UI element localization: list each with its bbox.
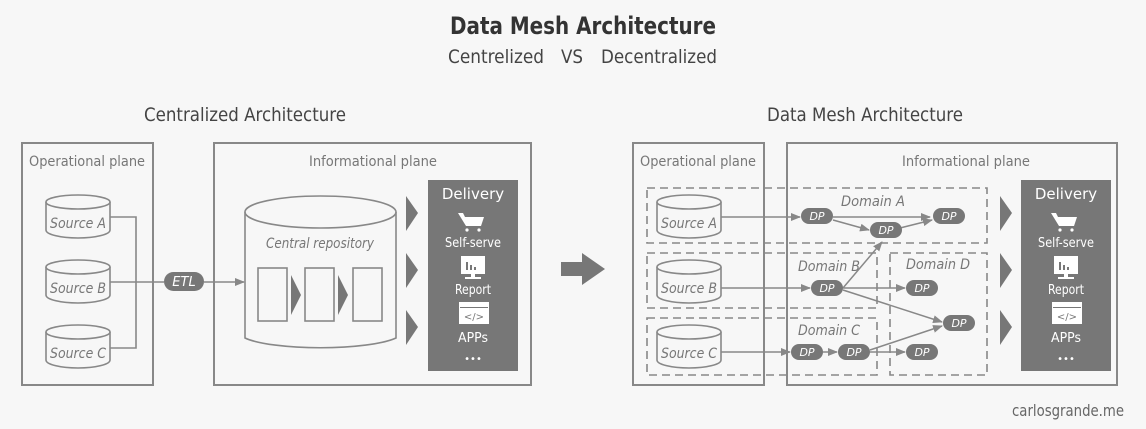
delivery-title: Delivery: [442, 185, 504, 203]
mesh-operational-label: Operational plane: [640, 154, 756, 170]
cart-icon: [458, 213, 484, 232]
more-dots: •••: [1057, 354, 1075, 365]
mesh-title: Data Mesh Architecture: [767, 104, 963, 126]
domain-a-box: [646, 187, 988, 244]
code-window-icon: </>: [459, 302, 489, 324]
delivery-chevrons-left: [406, 196, 418, 345]
transition-arrow-icon: [561, 253, 605, 285]
mesh-source-b: Source B: [656, 259, 722, 304]
central-repository: Central repository: [244, 195, 397, 349]
dp-node-a1: DP: [801, 208, 833, 224]
cart-icon: [1051, 213, 1077, 232]
centralized-operational-plane: [21, 142, 154, 386]
dp-node-d1: DP: [906, 280, 938, 296]
subtitle-left: Centrelized: [448, 46, 544, 68]
delivery-panel-right: Delivery Self-serve Report </> APPs •••: [1021, 180, 1111, 371]
etl-pill: ETL: [164, 272, 204, 291]
svg-text:DP: DP: [846, 346, 861, 359]
svg-text:DP: DP: [941, 210, 956, 223]
centralized-title: Centralized Architecture: [144, 104, 346, 126]
svg-text:DP: DP: [951, 317, 966, 330]
svg-text:DP: DP: [914, 346, 929, 359]
mesh-source-a: Source A: [656, 194, 722, 239]
centralized-operational-label: Operational plane: [29, 154, 145, 170]
svg-text:</>: </>: [1057, 312, 1077, 323]
report-monitor-icon: [1054, 256, 1078, 279]
centralized-source-c: Source C: [45, 324, 111, 369]
svg-text:ETL: ETL: [172, 275, 195, 290]
mesh-source-c: Source C: [656, 324, 722, 369]
mesh-connectors: [721, 213, 943, 356]
central-repository-label: Central repository: [266, 236, 375, 252]
svg-text:DP: DP: [819, 282, 834, 295]
domain-a-label: Domain A: [841, 194, 905, 210]
svg-text:Source C: Source C: [661, 346, 717, 362]
subtitle-right: Decentralized: [601, 46, 717, 68]
svg-text:Source A: Source A: [661, 216, 717, 232]
domain-b-label: Domain B: [798, 259, 860, 275]
svg-text:Source A: Source A: [50, 216, 106, 232]
svg-text:Source C: Source C: [50, 346, 106, 362]
svg-text:Report: Report: [1048, 283, 1084, 298]
mesh-operational-plane: [632, 142, 765, 386]
dp-node-a2: DP: [870, 222, 902, 238]
svg-text:Self-serve: Self-serve: [445, 236, 501, 251]
svg-text:Report: Report: [455, 283, 491, 298]
dp-node-d3: DP: [906, 344, 938, 360]
svg-text:DP: DP: [914, 282, 929, 295]
code-window-icon: </>: [1052, 302, 1082, 324]
domain-d-box: [889, 252, 988, 376]
svg-text:DP: DP: [809, 210, 824, 223]
mesh-informational-plane: [786, 142, 1118, 386]
footer-credit: carlosgrande.me: [1012, 401, 1124, 420]
delivery-title: Delivery: [1035, 185, 1097, 203]
svg-text:APPs: APPs: [458, 331, 488, 346]
centralized-connector: [110, 216, 245, 349]
dp-node-a3: DP: [933, 208, 965, 224]
delivery-panel-left: Delivery Self-serve Report </> APPs •••: [428, 180, 518, 371]
svg-text:Source B: Source B: [661, 281, 717, 297]
page-title: Data Mesh Architecture: [450, 12, 716, 40]
svg-text:</>: </>: [464, 312, 484, 323]
centralized-informational-label: Informational plane: [309, 154, 437, 170]
svg-text:Source B: Source B: [50, 281, 106, 297]
more-dots: •••: [464, 354, 482, 365]
dp-node-d2: DP: [943, 315, 975, 331]
mesh-informational-label: Informational plane: [902, 154, 1030, 170]
dp-node-c2: DP: [838, 344, 870, 360]
report-monitor-icon: [461, 256, 485, 279]
subtitle-vs: VS: [561, 46, 583, 68]
svg-text:APPs: APPs: [1051, 331, 1081, 346]
svg-text:DP: DP: [878, 224, 893, 237]
domain-d-label: Domain D: [906, 257, 970, 273]
svg-text:DP: DP: [799, 346, 814, 359]
delivery-chevrons-right: [1000, 196, 1012, 345]
dp-node-c1: DP: [791, 344, 823, 360]
centralized-source-a: Source A: [45, 194, 111, 239]
svg-text:Self-serve: Self-serve: [1038, 236, 1094, 251]
centralized-source-b: Source B: [45, 259, 111, 304]
centralized-informational-plane: [213, 142, 532, 386]
dp-node-b1: DP: [811, 280, 843, 296]
domain-c-label: Domain C: [798, 323, 860, 339]
